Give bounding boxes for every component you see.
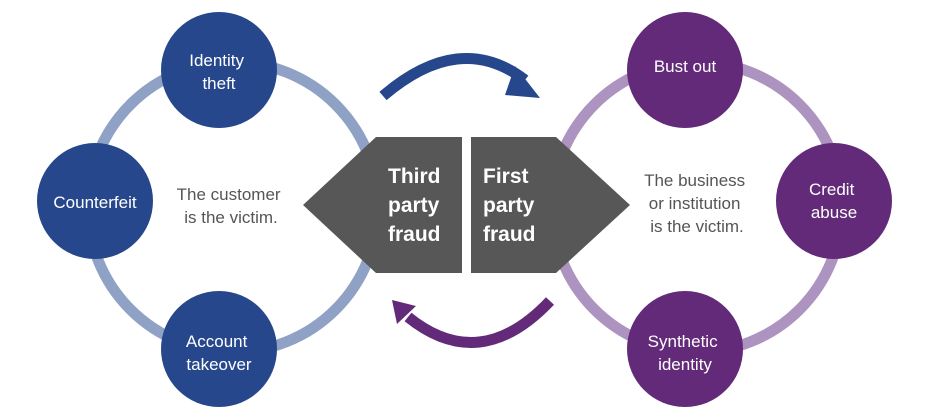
first-party-fraud-title: First party fraud — [483, 165, 540, 246]
node-counterfeit: Counterfeit — [37, 143, 153, 259]
first-party-fraud-shape — [471, 137, 630, 273]
svg-text:Account takeover: Account takeover — [186, 332, 252, 374]
svg-text:Synthetic identity: Synthetic identity — [648, 332, 723, 374]
node-identity-theft: Identity theft — [161, 12, 277, 128]
svg-text:Bust out: Bust out — [654, 57, 717, 76]
arrow-third-to-first — [379, 52, 540, 101]
svg-text:Credit abuse: Credit abuse — [809, 180, 859, 222]
node-bust-out: Bust out — [627, 12, 743, 128]
node-synthetic-identity: Synthetic identity — [627, 291, 743, 407]
third-party-fraud-shape — [303, 137, 462, 273]
node-account-takeover: Account takeover — [161, 291, 277, 407]
third-party-fraud-title: Third party fraud — [388, 165, 446, 246]
node-credit-abuse: Credit abuse — [776, 143, 892, 259]
first-party-victim-text: The business or institution is the victi… — [644, 171, 750, 236]
svg-text:Identity theft: Identity theft — [189, 51, 249, 93]
arrow-first-to-third — [392, 297, 554, 348]
third-party-victim-text: The customer is the victim. — [177, 185, 286, 227]
svg-text:Counterfeit: Counterfeit — [53, 193, 136, 212]
